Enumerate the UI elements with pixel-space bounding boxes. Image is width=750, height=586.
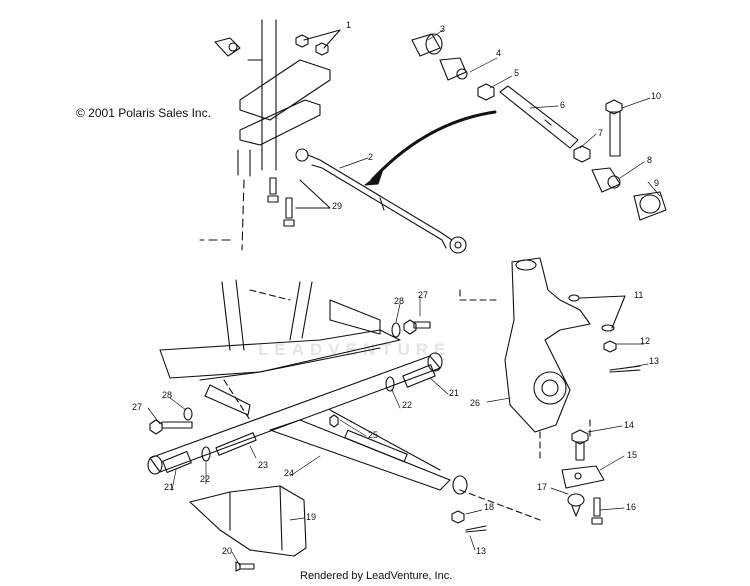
callout-19: 19	[306, 512, 316, 522]
bushing-21	[162, 364, 436, 473]
callout-20: 20	[222, 546, 232, 556]
callout-13-lower: 13	[476, 546, 486, 556]
callout-5: 5	[514, 68, 519, 78]
callout-23: 23	[258, 460, 268, 470]
spindle-26	[459, 257, 591, 433]
bolt-29	[267, 177, 331, 227]
rendered-by-credit: Rendered by LeadVenture, Inc.	[300, 570, 453, 582]
castle-nut-12	[603, 340, 617, 353]
callout-2: 2	[368, 152, 373, 162]
callout-10: 10	[651, 91, 661, 101]
leader-lines	[147, 29, 661, 567]
callout-11: 11	[634, 290, 643, 300]
callout-21-left: 21	[164, 482, 174, 492]
callout-7: 7	[598, 128, 603, 138]
callout-28-right: 28	[394, 296, 404, 306]
bolt-10	[605, 99, 623, 157]
callout-12: 12	[640, 336, 650, 346]
rod-end-9	[633, 191, 667, 221]
callout-27-right: 27	[418, 290, 428, 300]
tie-rod	[295, 148, 467, 254]
upper-left-bushing	[214, 37, 241, 57]
adjuster-sleeve-6	[499, 85, 579, 149]
callout-17: 17	[537, 482, 547, 492]
callout-27-left: 27	[132, 402, 142, 412]
bolt-27	[149, 319, 431, 435]
callout-22-right: 22	[402, 400, 412, 410]
callout-29: 29	[332, 201, 342, 211]
jam-nut-7	[573, 145, 591, 163]
callout-25: 25	[368, 430, 378, 440]
washer-11	[568, 294, 626, 332]
callout-28-left: 28	[162, 390, 172, 400]
callout-3: 3	[440, 24, 445, 34]
jam-nut-5	[477, 83, 495, 101]
callout-9: 9	[654, 178, 659, 188]
washer-28	[183, 322, 401, 421]
a-arm-24	[147, 352, 468, 495]
ball-joint-plate-15	[561, 465, 605, 489]
rod-end-3	[411, 33, 443, 57]
nut-pair	[295, 29, 341, 56]
ball-joint-17	[567, 493, 585, 517]
bolt-14	[571, 429, 589, 461]
nut-18	[451, 510, 465, 524]
copyright-text: © 2001 Polaris Sales Inc.	[76, 106, 211, 120]
bolt-16	[591, 497, 603, 525]
callout-labels: 1 2 3 4 5 6 7 8 9 10 11 12 13 13 14 15 1…	[132, 20, 661, 556]
callout-15: 15	[627, 450, 637, 460]
guard-19	[189, 485, 307, 557]
callout-14: 14	[624, 420, 634, 430]
cotter-pin-13-lower	[465, 525, 487, 533]
assembly-line	[459, 419, 591, 521]
watermark-text: LEADVENTURE	[258, 340, 452, 359]
callout-22-left: 22	[200, 474, 210, 484]
callout-6: 6	[560, 100, 565, 110]
rod-end-8	[591, 167, 621, 193]
callout-26: 26	[470, 398, 480, 408]
callout-1: 1	[346, 20, 351, 30]
grease-fitting-25	[329, 414, 339, 428]
arrow-head	[364, 171, 383, 186]
rod-end-4	[439, 57, 468, 81]
frame-upright	[199, 19, 331, 251]
washer-22	[201, 376, 395, 462]
callout-16: 16	[626, 502, 636, 512]
sleeve-23	[215, 432, 257, 456]
cotter-pin-13	[609, 365, 641, 373]
direction-arrow	[370, 110, 497, 182]
callout-18: 18	[484, 502, 494, 512]
callout-4: 4	[496, 48, 501, 58]
callout-24: 24	[284, 468, 294, 478]
callout-21-right: 21	[449, 388, 459, 398]
callout-13-upper: 13	[649, 356, 659, 366]
lower-frame	[159, 279, 401, 421]
callout-8: 8	[647, 155, 652, 165]
